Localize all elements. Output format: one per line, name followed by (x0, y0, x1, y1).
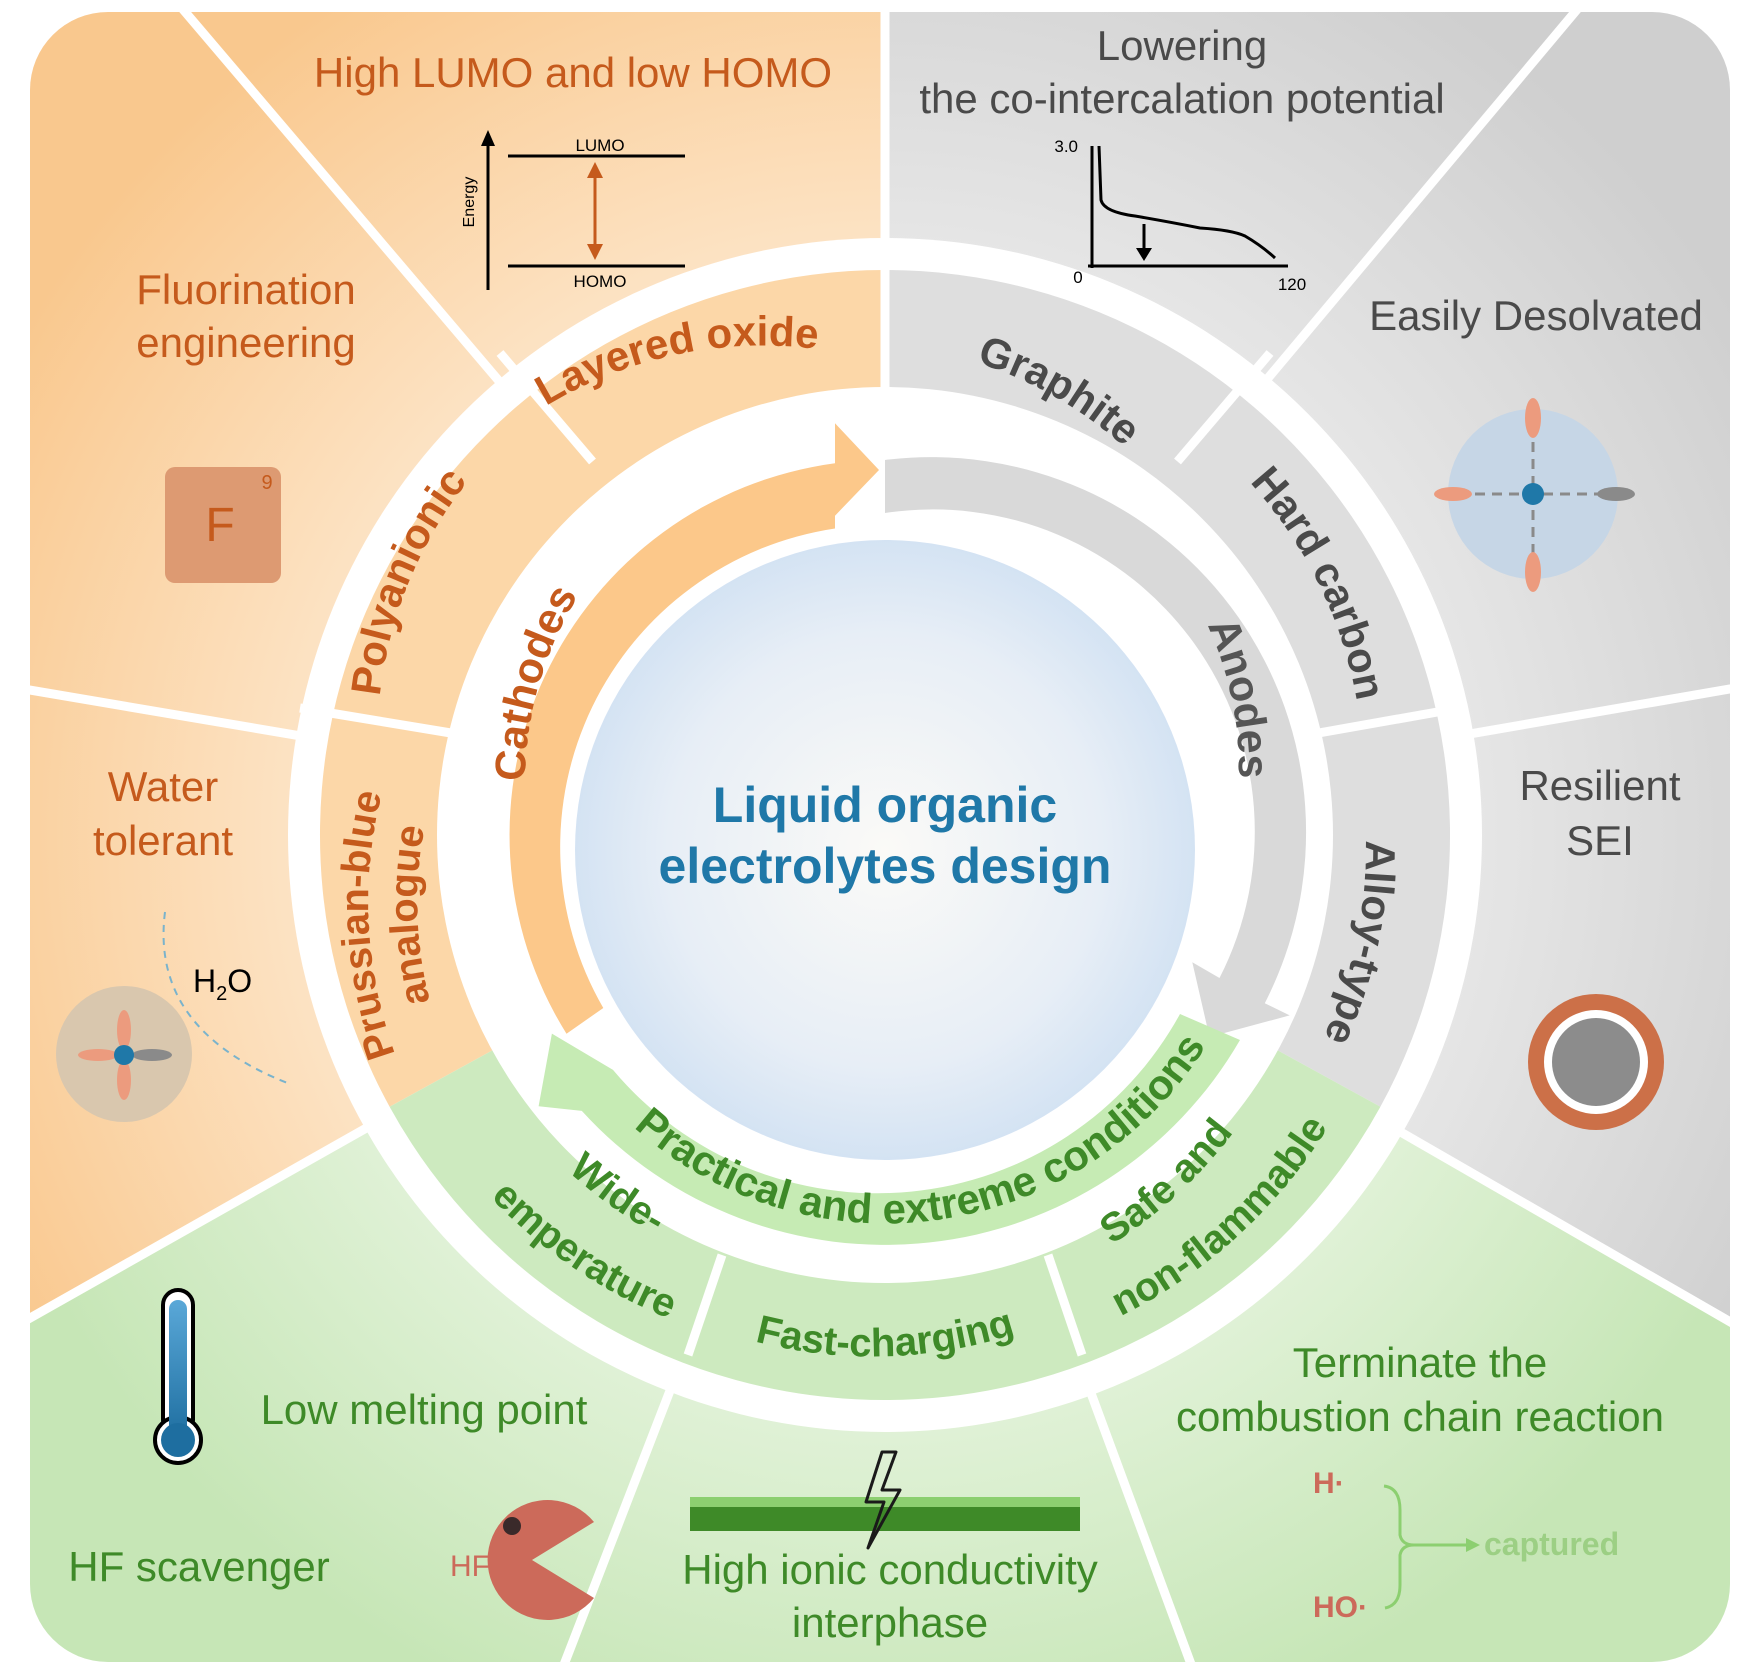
captured-label: captured (1484, 1526, 1619, 1562)
thermometer-icon (153, 1288, 203, 1465)
fluorine-element-icon: F 9 (165, 467, 281, 583)
curve-x-max: 120 (1278, 275, 1306, 294)
lumo-label: LUMO (575, 136, 624, 155)
terminate-line2: combustion chain reaction (1176, 1393, 1664, 1440)
ho-radical: HO· (1313, 1591, 1368, 1624)
curve-y-top: 3.0 (1054, 137, 1078, 156)
hf-scavenger-label: HF scavenger (68, 1543, 329, 1590)
cathodes-arrow (509, 423, 879, 1034)
curve-x-min: 0 (1073, 268, 1082, 287)
radical-capture-icon: H· HO· captured (1313, 1467, 1619, 1624)
desolvated-label: Easily Desolvated (1369, 292, 1703, 339)
lumo-homo-title: High LUMO and low HOMO (314, 49, 832, 96)
energy-axis-label: Energy (461, 177, 478, 228)
lowering-line2: the co-intercalation potential (919, 75, 1444, 122)
water-line1: Water (108, 763, 218, 810)
lumo-homo-diagram: Energy LUMO HOMO (461, 130, 685, 291)
water-line2: tolerant (93, 817, 233, 864)
center-circle (575, 540, 1195, 1160)
low-melting-label: Low melting point (261, 1386, 588, 1433)
anodes-arrow (885, 457, 1307, 1037)
ionic-line1: High ionic conductivity (682, 1546, 1098, 1593)
cycle-arrows (509, 423, 1307, 1245)
svg-text:F: F (205, 499, 234, 552)
water-tolerant-icon: H2O (56, 911, 291, 1122)
center-title: Liquid organic electrolytes design (659, 777, 1112, 894)
h-radical: H· (1313, 1467, 1345, 1500)
center-title-line2: electrolytes design (659, 838, 1112, 894)
resilient-line1: Resilient (1519, 762, 1680, 809)
ionic-line2: interphase (792, 1599, 988, 1646)
potential-curve-plot: 3.0 0 120 (1054, 137, 1306, 294)
hf-scavenger-icon: HF (450, 1500, 594, 1621)
lowering-line1: Lowering (1097, 22, 1267, 69)
homo-label: HOMO (574, 272, 627, 291)
fluorination-line1: Fluorination (136, 266, 355, 313)
h2o-label: H2O (193, 963, 252, 1005)
center-title-line1: Liquid organic (713, 777, 1057, 833)
desolvated-icon (1434, 398, 1635, 592)
conditions-arrow (538, 1014, 1240, 1245)
terminate-line1: Terminate the (1293, 1339, 1547, 1386)
sei-icon (1528, 994, 1664, 1130)
svg-text:9: 9 (261, 472, 272, 494)
resilient-line2: SEI (1566, 817, 1634, 864)
hf-label: HF (450, 1550, 490, 1583)
interphase-icon (690, 1450, 1080, 1550)
fluorination-line2: engineering (136, 319, 356, 366)
